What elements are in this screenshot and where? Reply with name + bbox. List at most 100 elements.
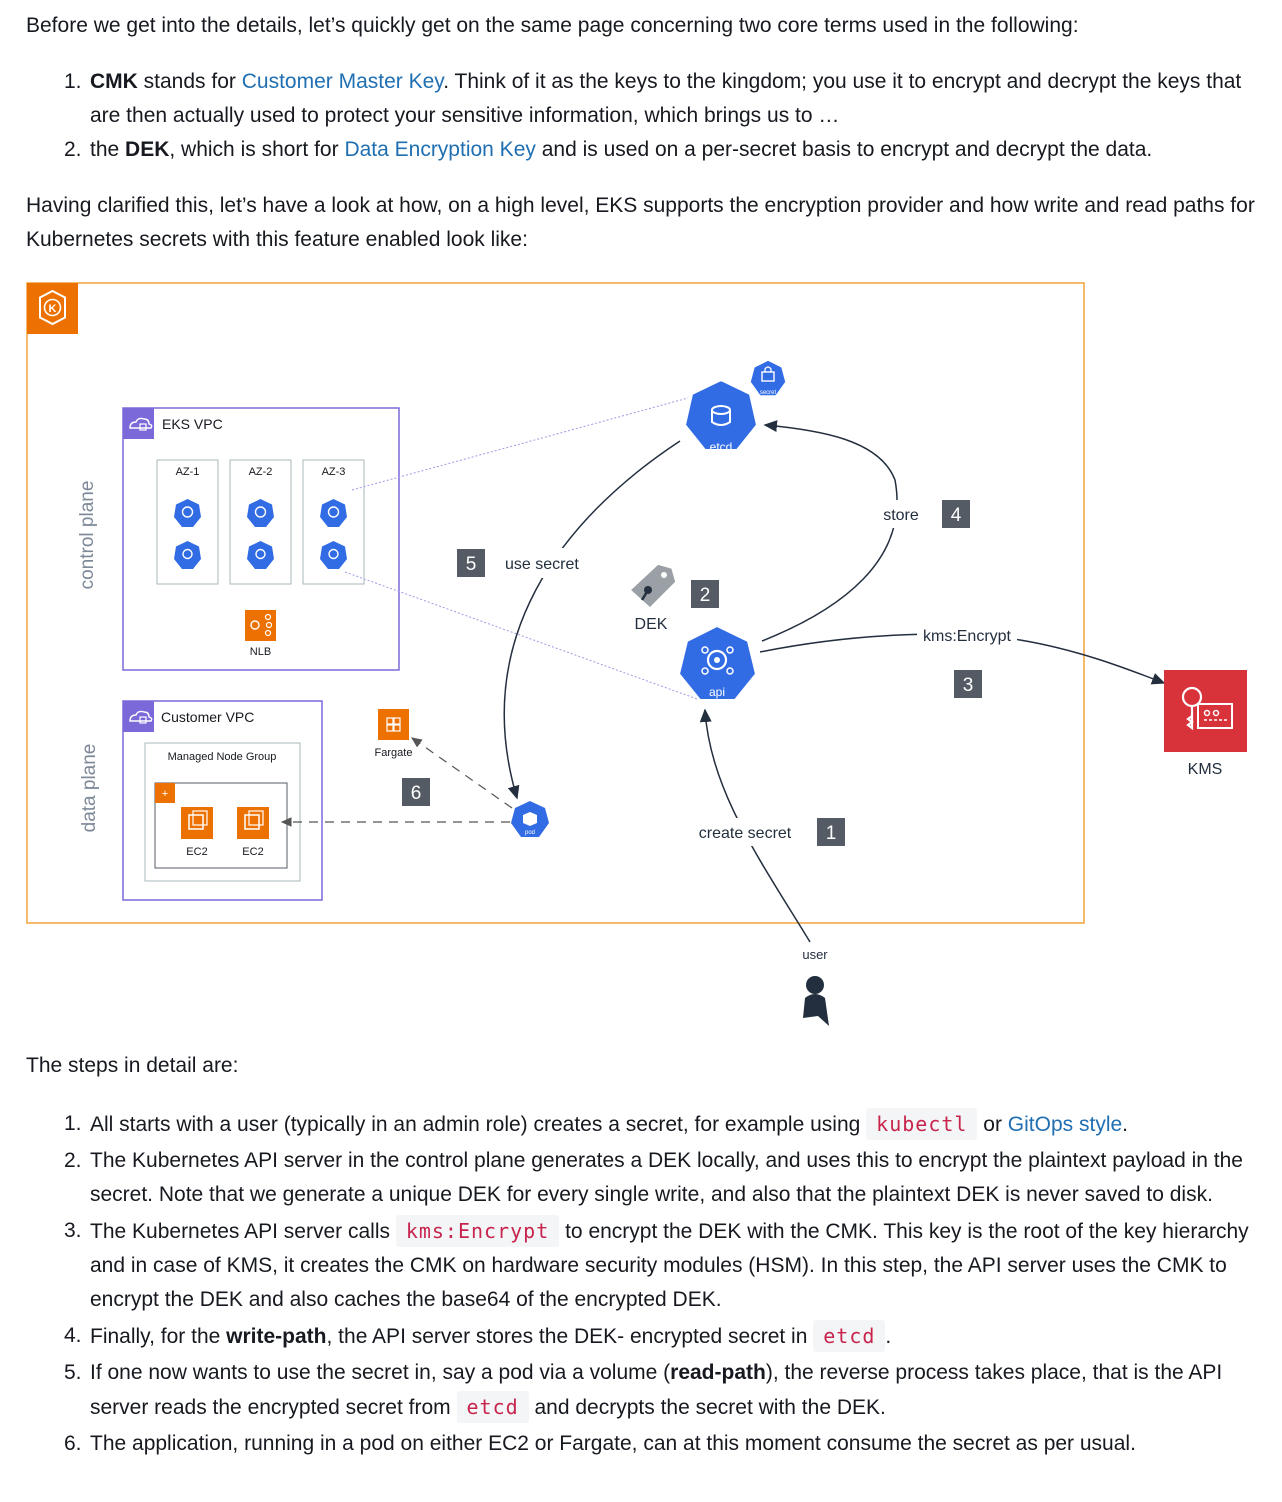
create-secret-label: create secret xyxy=(699,825,792,842)
list-text: , which is short for xyxy=(169,138,345,161)
list-item: 6.The application, running in a pod on e… xyxy=(64,1427,1260,1461)
step-badge-1 xyxy=(817,818,845,846)
inline-code: etcd xyxy=(456,1391,529,1423)
list-text: and decrypts the secret with the DEK. xyxy=(528,1396,886,1419)
step-badge-4 xyxy=(942,500,970,528)
list-number: 4. xyxy=(64,1324,82,1347)
vpc-cloud-icon xyxy=(123,701,154,732)
term-cmk: CMK xyxy=(90,70,138,93)
inline-code: kubectl xyxy=(866,1108,978,1140)
ec2-label: EC2 xyxy=(186,846,207,858)
svg-text:+: + xyxy=(162,788,168,800)
secret-label: secret xyxy=(760,390,777,396)
list-number: 2. xyxy=(64,138,82,161)
list-item: 2.the DEK, which is short for Data Encry… xyxy=(64,133,1260,167)
label-bg xyxy=(690,818,800,846)
use-secret-arrow xyxy=(503,440,681,800)
label-bg xyxy=(917,622,1017,648)
az-label: AZ-3 xyxy=(322,466,346,478)
svg-text:K: K xyxy=(49,303,57,315)
step-badge-2 xyxy=(691,580,719,608)
list-text: All starts with a user (typically in an … xyxy=(90,1113,867,1136)
step-badge-5 xyxy=(457,549,485,577)
az-2-box: AZ-2 xyxy=(229,459,292,585)
list-number: 1. xyxy=(64,70,82,93)
bold-text: write-path xyxy=(226,1325,327,1348)
pod-label: pod xyxy=(525,830,535,836)
step-number: 6 xyxy=(411,783,422,804)
managed-node-group-label: Managed Node Group xyxy=(168,751,277,763)
connector-line xyxy=(344,571,701,701)
eks-vpc-box xyxy=(122,407,400,671)
step-number: 1 xyxy=(826,823,837,844)
api-server-icon: api xyxy=(677,624,758,701)
inline-code: etcd xyxy=(813,1320,886,1352)
user-icon xyxy=(803,976,829,1026)
list-number: 6. xyxy=(64,1432,82,1455)
api-server-icon xyxy=(320,541,347,569)
customer-vpc-box xyxy=(122,700,323,901)
list-number: 1. xyxy=(64,1112,82,1135)
list-text: the xyxy=(90,138,126,161)
list-text: and is used on a per-secret basis to enc… xyxy=(535,138,1153,161)
nlb-icon xyxy=(245,610,276,641)
etcd-icon xyxy=(247,499,274,527)
data-encryption-key-link[interactable]: Data Encryption Key xyxy=(344,138,536,161)
use-secret-label: use secret xyxy=(505,556,579,573)
inline-code: kms:Encrypt xyxy=(395,1215,560,1247)
etcd-icon: etcd xyxy=(683,378,759,454)
vpc-cloud-icon xyxy=(123,408,154,439)
az-3-box: AZ-3 xyxy=(302,459,365,585)
kms-label: KMS xyxy=(1188,761,1223,778)
auto-scaling-icon: + xyxy=(155,783,175,803)
api-server-icon xyxy=(174,541,201,569)
az-1-box: AZ-1 xyxy=(156,459,219,585)
overview-paragraph: Having clarified this, let’s have a look… xyxy=(26,194,1255,251)
eks-vpc-label: EKS VPC xyxy=(162,416,223,432)
list-text: . xyxy=(885,1325,892,1348)
list-text: Finally, for the xyxy=(90,1325,227,1348)
pod-to-fargate-arrow xyxy=(411,737,513,809)
steps-list: 1. All starts with a user (typically in a… xyxy=(64,1107,1260,1461)
list-text: or xyxy=(977,1113,1008,1136)
control-plane-label: control plane xyxy=(77,481,98,590)
step-number: 4 xyxy=(951,505,962,526)
gitops-style-link[interactable]: GitOps style xyxy=(1007,1113,1123,1136)
kms-encrypt-label: kms:Encrypt xyxy=(923,628,1012,645)
step-badge-6 xyxy=(402,778,430,806)
list-text: The Kubernetes API server in the control… xyxy=(90,1149,1243,1206)
list-item: 1. CMK stands for Customer Master Key. Th… xyxy=(64,65,1260,133)
list-text: . xyxy=(1122,1113,1129,1136)
step-badge-3 xyxy=(954,670,982,698)
managed-node-group-box xyxy=(144,742,301,882)
list-item: 4. Finally, for the write-path, the API s… xyxy=(64,1319,1260,1354)
terms-list: 1. CMK stands for Customer Master Key. Th… xyxy=(64,65,1260,167)
secret-icon: secret xyxy=(749,359,787,397)
bold-text: read-path xyxy=(670,1361,766,1384)
customer-vpc-label: Customer VPC xyxy=(161,709,254,725)
store-label: store xyxy=(883,507,919,524)
step-number: 2 xyxy=(700,585,711,606)
list-text: . Think of it as the keys to the kingdom… xyxy=(90,70,1242,127)
etcd-icon xyxy=(320,499,347,527)
list-item: 1. All starts with a user (typically in a… xyxy=(64,1107,1260,1142)
list-text: stands for xyxy=(137,70,242,93)
az-api-icons xyxy=(174,541,347,569)
api-server-icon xyxy=(247,541,274,569)
list-number: 2. xyxy=(64,1149,82,1172)
dek-label: DEK xyxy=(635,616,668,633)
etcd-label: etcd xyxy=(710,440,733,454)
list-number: 5. xyxy=(64,1361,82,1384)
az-label: AZ-1 xyxy=(176,466,200,478)
list-item: 3.The Kubernetes API server calls kms:En… xyxy=(64,1214,1260,1317)
list-text: to encrypt the DEK with the CMK. This ke… xyxy=(90,1220,1249,1311)
customer-master-key-link[interactable]: Customer Master Key xyxy=(241,70,444,93)
list-text: ), the reverse process takes place, that… xyxy=(90,1361,1223,1419)
api-label: api xyxy=(709,685,725,699)
eks-cluster-frame xyxy=(26,282,1085,924)
list-item: 5.If one now wants to use the secret in,… xyxy=(64,1356,1260,1425)
kms-icon xyxy=(1164,670,1247,752)
az-etcd-icons xyxy=(174,499,347,527)
step-number: 5 xyxy=(466,554,477,575)
list-text: , the API server stores the DEK- encrypt… xyxy=(326,1325,814,1348)
